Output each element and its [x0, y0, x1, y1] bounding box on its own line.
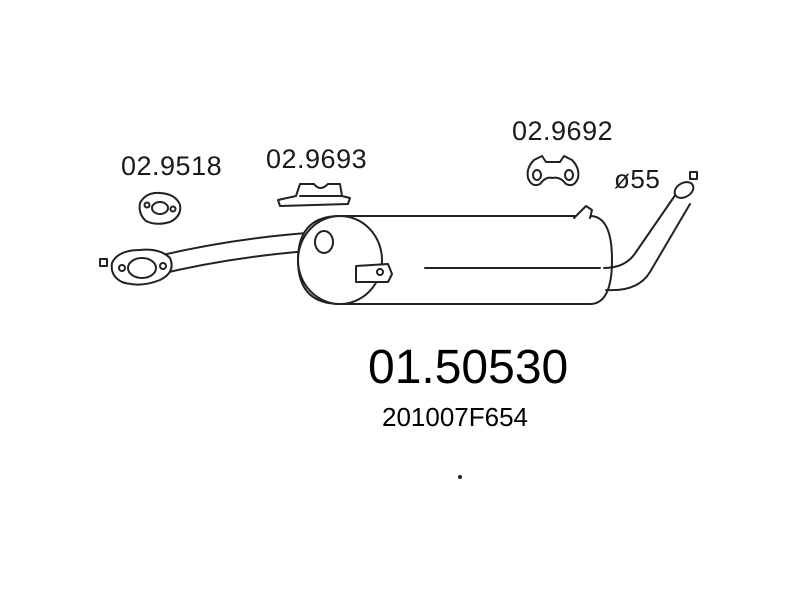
- tailpipe: [603, 181, 695, 292]
- hanger-code-label: 02.9692: [512, 116, 614, 146]
- hanger-part: [526, 155, 580, 187]
- small-dot: [458, 475, 462, 479]
- oem-reference-number: 201007F654: [382, 402, 529, 432]
- gasket-part: [138, 191, 182, 225]
- main-part-number: 01.50530: [368, 341, 569, 394]
- inlet-end-marker: [99, 258, 108, 267]
- muffler-body: [297, 215, 613, 305]
- muffler-inlet-stub: [314, 230, 334, 254]
- gasket-code-label: 02.9518: [121, 151, 223, 181]
- inlet-flange: [110, 248, 173, 286]
- muffler-side-bracket: [355, 263, 393, 283]
- muffler-top-tab: [573, 205, 593, 219]
- outlet-end-marker: [689, 171, 698, 180]
- bracket-part: [277, 183, 351, 207]
- tailpipe-diameter-label: ø55: [614, 164, 661, 194]
- bracket-code-label: 02.9693: [266, 144, 368, 174]
